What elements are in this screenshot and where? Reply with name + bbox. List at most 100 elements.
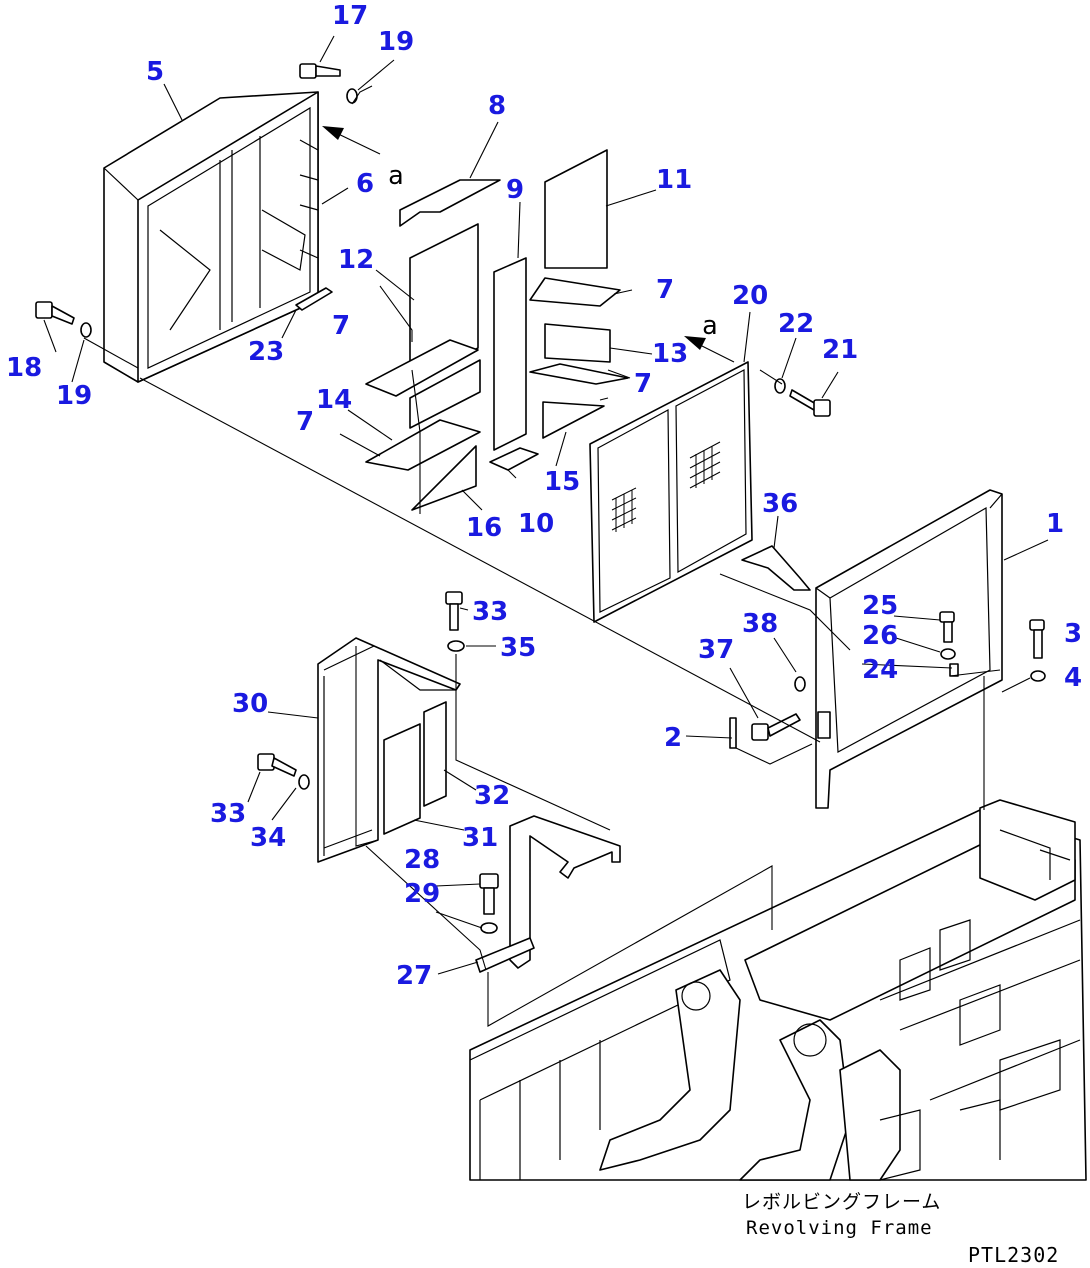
callout-6: 6	[356, 169, 374, 199]
callout-13: 13	[652, 339, 688, 369]
callout-16: 16	[466, 513, 502, 543]
part-12-plate	[409, 223, 479, 383]
part-21-bolt	[789, 389, 831, 417]
callout-33b: 33	[210, 799, 246, 829]
assembly-lines	[83, 85, 1031, 1027]
callout-8: 8	[488, 91, 506, 121]
callout-33a: 33	[472, 597, 508, 627]
part-37-bolt	[751, 713, 801, 741]
callout-37: 37	[698, 635, 734, 665]
view-ref-a-lower: a	[702, 311, 718, 341]
door-grille-right	[689, 441, 721, 489]
callout-14: 14	[316, 385, 352, 415]
view-arrow-a-lower	[684, 336, 735, 363]
part-35-washer	[447, 640, 465, 652]
part-7-plate-a	[365, 339, 479, 397]
part-1-frame	[815, 489, 1003, 809]
part-33-bolt-lower	[257, 753, 297, 777]
callout-20: 20	[732, 281, 768, 311]
door-grille-left	[611, 487, 637, 532]
part-22-washer	[774, 378, 786, 394]
callout-5: 5	[146, 57, 164, 87]
callout-22: 22	[778, 309, 814, 339]
part-34-washer	[298, 774, 310, 790]
part-3-bolt	[1029, 619, 1045, 659]
callout-2: 2	[664, 723, 682, 753]
callout-7a: 7	[332, 311, 350, 341]
callout-35: 35	[500, 633, 536, 663]
view-ref-a-upper: a	[388, 161, 404, 191]
part-29-washer	[480, 922, 498, 934]
callout-30: 30	[232, 689, 268, 719]
part-7-plate-d	[529, 363, 629, 385]
part-2-pin	[729, 717, 737, 749]
callout-7b: 7	[296, 407, 314, 437]
part-24-pin	[949, 663, 959, 677]
part-14-plate	[409, 359, 481, 429]
part-30-lower-cover	[317, 637, 461, 863]
caption-japanese: レボルビングフレーム	[742, 1191, 941, 1213]
support-bracket	[509, 815, 621, 969]
callout-7d: 7	[634, 369, 652, 399]
callout-21: 21	[822, 335, 858, 365]
callout-32: 32	[474, 781, 510, 811]
callout-3: 3	[1064, 619, 1082, 649]
part-10-block	[489, 447, 539, 471]
revolving-frame	[469, 799, 1087, 1181]
callout-38: 38	[742, 609, 778, 639]
part-31-pad	[383, 723, 421, 835]
part-20-door-panel	[589, 361, 753, 623]
view-arrow-a-upper	[322, 126, 381, 155]
callout-31: 31	[462, 823, 498, 853]
part-18-bolt	[35, 301, 75, 325]
callout-9: 9	[506, 175, 524, 205]
part-17-bolt	[299, 63, 341, 79]
part-23-clip	[295, 287, 333, 311]
callout-27: 27	[396, 961, 432, 991]
part-13-block	[544, 323, 611, 363]
callout-19b: 19	[56, 381, 92, 411]
part-15-plate	[542, 401, 605, 439]
callout-7c: 7	[656, 275, 674, 305]
part-11-plate	[544, 149, 608, 269]
part-7-plate-c	[529, 277, 621, 307]
part-4-washer	[1030, 670, 1046, 682]
callout-18: 18	[6, 353, 42, 383]
part-28-bolt	[479, 873, 499, 915]
part-36-bracket	[741, 545, 811, 591]
part-38-washer	[794, 676, 806, 692]
part-8-plate	[399, 179, 501, 227]
callout-36: 36	[762, 489, 798, 519]
callout-11: 11	[656, 165, 692, 195]
callout-28: 28	[404, 845, 440, 875]
part-26-washer	[940, 648, 956, 660]
callout-29: 29	[404, 879, 440, 909]
part-19-washer-upper	[346, 88, 358, 104]
callout-leaders	[43, 35, 1049, 975]
part-33-bolt-upper	[445, 591, 463, 631]
callout-25: 25	[862, 591, 898, 621]
callout-10: 10	[518, 509, 554, 539]
part-27-mount	[475, 937, 535, 973]
caption-english: Revolving Frame	[746, 1217, 933, 1239]
part-5-cover-housing	[103, 91, 319, 383]
part-19-washer-lower	[80, 322, 92, 338]
callout-19a: 19	[378, 27, 414, 57]
callout-23: 23	[248, 337, 284, 367]
callout-24: 24	[862, 655, 898, 685]
drawing-code: PTL2302	[968, 1243, 1059, 1267]
callout-1: 1	[1046, 509, 1064, 539]
callout-4: 4	[1064, 663, 1082, 693]
callout-34: 34	[250, 823, 286, 853]
part-32-pad	[423, 701, 447, 807]
callout-17: 17	[332, 1, 368, 31]
part-7-plate-b	[365, 419, 481, 471]
callout-26: 26	[862, 621, 898, 651]
callout-15: 15	[544, 467, 580, 497]
part-9-strip	[493, 257, 527, 451]
callout-12: 12	[338, 245, 374, 275]
callout-numbers: 1 2 3 4 5 6 7 7 7 7 8 9 10 11 12 13 14 1…	[6, 1, 1082, 991]
part-16-plate	[411, 445, 477, 511]
part-25-bolt	[939, 611, 955, 643]
